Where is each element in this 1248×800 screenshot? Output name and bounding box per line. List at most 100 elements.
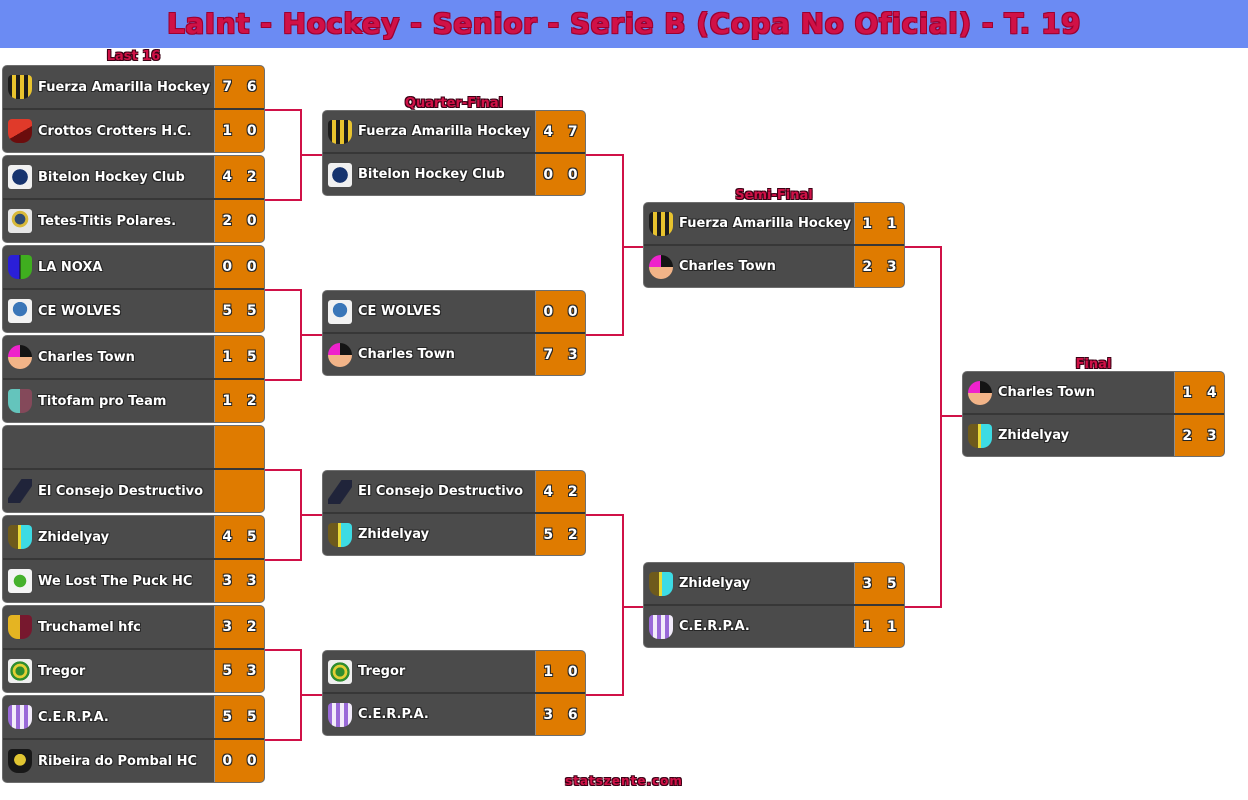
bracket-connector-line [940,415,962,417]
bracket-connector-line [586,514,622,516]
score-leg2: 5 [246,349,257,365]
score-leg2: 3 [567,346,578,363]
team-name: Zhidelyay [679,576,751,591]
score-leg2: 0 [246,213,257,229]
score-leg2: 7 [567,123,578,140]
site-watermark: statszente.com [565,774,683,788]
team-logo [8,569,32,593]
bracket-connector-line [300,514,322,516]
score-leg1: 0 [222,259,233,275]
score-leg2: 3 [886,258,897,275]
score-leg1: 3 [222,619,233,635]
team-name: Tetes-Titis Polares. [38,213,177,229]
score-leg1: 0 [222,753,233,769]
score-leg2: 0 [246,259,257,275]
score-leg2: 3 [1206,427,1217,444]
team-logo [8,389,32,413]
bracket-connector-line [265,739,300,741]
score-leg2: 3 [246,573,257,589]
team-name: Tregor [38,663,86,679]
score-leg2: 2 [246,169,257,185]
bracket-connector-line [622,606,643,608]
team-logo [328,659,352,684]
score-leg1: 3 [862,575,873,592]
score-leg1: 4 [222,169,233,185]
score-leg1: 3 [222,573,233,589]
team-logo [328,119,352,144]
score-leg1: 4 [543,123,554,140]
score-leg2: 0 [246,753,257,769]
team-logo [8,75,32,99]
score-leg1: 4 [222,529,233,545]
bracket-connector-line [905,246,940,248]
team-logo [649,254,673,279]
score-leg1: 5 [222,663,233,679]
score-leg2: 5 [246,529,257,545]
team-name: Charles Town [38,349,135,365]
bracket-connector-line [265,469,300,471]
team-name: Charles Town [679,259,776,274]
bracket-connector-line [265,559,300,561]
score-leg2: 6 [567,706,578,723]
score-leg2: 5 [246,303,257,319]
team-logo [8,659,32,683]
score-leg1: 0 [543,166,554,183]
score-box [214,426,264,468]
bracket-connector-line [586,154,622,156]
title-banner: LaInt - Hockey - Senior - Serie B (Copa … [0,0,1248,48]
team-logo [8,255,32,279]
score-leg2: 3 [246,663,257,679]
score-leg1: 2 [222,213,233,229]
team-logo [8,749,32,773]
bracket-connector-line [265,109,300,111]
team-name: C.E.R.P.A. [38,709,109,725]
team-row [3,426,264,468]
page-title: LaInt - Hockey - Senior - Serie B (Copa … [167,7,1081,40]
score-leg1: 2 [862,258,873,275]
score-leg1: 7 [543,346,554,363]
team-logo [8,525,32,549]
team-logo [8,615,32,639]
team-logo [8,119,32,143]
team-logo [649,571,673,596]
team-name: Ribeira do Pombal HC [38,753,198,769]
team-name: CE WOLVES [358,304,442,319]
team-name: CE WOLVES [38,303,122,319]
score-leg1: 1 [222,123,233,139]
team-logo [8,165,32,189]
score-leg1: 0 [543,303,554,320]
